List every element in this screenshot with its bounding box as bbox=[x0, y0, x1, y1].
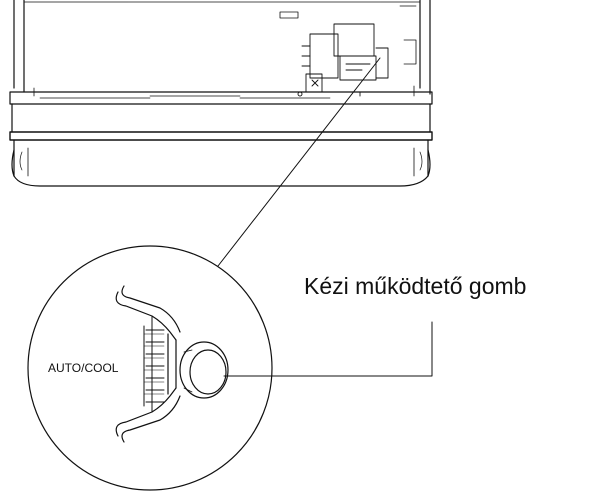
leader-line bbox=[217, 57, 381, 267]
control-box bbox=[297, 23, 389, 97]
button-bracket bbox=[115, 285, 181, 443]
bracket-ribs bbox=[143, 325, 165, 407]
indoor-unit bbox=[9, 0, 433, 187]
callout-pointer bbox=[223, 321, 433, 377]
manual-button-callout: Kézi működtető gomb bbox=[304, 273, 527, 299]
unit-body bbox=[9, 91, 433, 141]
open-front-panel bbox=[13, 0, 431, 97]
manual-button bbox=[179, 341, 229, 399]
air-outlet-louver bbox=[11, 139, 431, 187]
auto-cool-label: AUTO/COOL bbox=[48, 361, 119, 375]
magnified-inset: AUTO/COOL bbox=[27, 245, 273, 491]
